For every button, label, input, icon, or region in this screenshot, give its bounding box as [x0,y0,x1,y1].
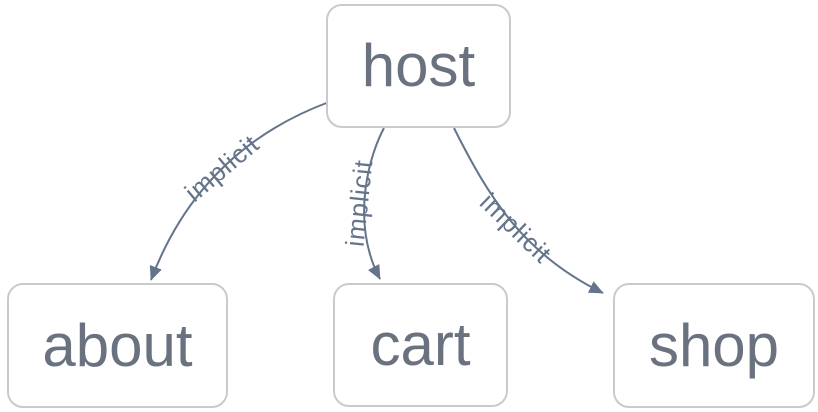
edge-host-about [149,101,330,281]
node-shop-label: shop [648,311,780,379]
edge-label-host-cart: implicit [340,158,379,248]
node-shop: shop [613,283,815,408]
edge-label-host-shop: implicit [474,187,558,269]
edge-label-host-about: implicit [179,128,265,207]
node-cart: cart [333,283,508,407]
node-about-label: about [42,311,193,379]
node-host-label: host [361,32,476,99]
node-cart-label: cart [370,311,471,378]
node-about: about [7,283,228,408]
edge-host-shop [453,127,604,294]
edge-host-cart [363,127,385,280]
node-host: host [326,4,511,128]
